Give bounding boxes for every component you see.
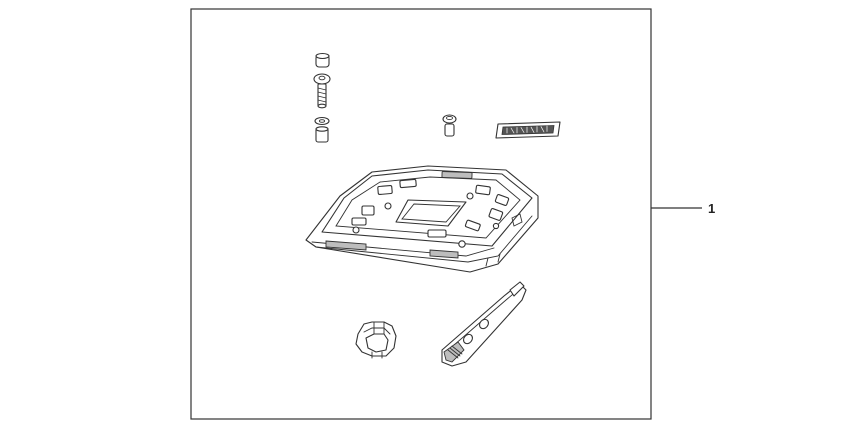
collar-part: [315, 52, 330, 68]
hardware-stack: [313, 52, 331, 143]
emblem-decal: [495, 121, 561, 139]
rubber-pad-right: [429, 249, 459, 259]
latch-strap-part: [441, 281, 527, 367]
carrier-base-plate: [305, 165, 539, 273]
rubber-pad-left: [325, 240, 367, 251]
bolt-part: [317, 83, 327, 109]
washer-part: [313, 73, 331, 85]
knob-part: [442, 114, 457, 137]
spacer-part: [315, 126, 329, 143]
clamp-clip-part: [355, 321, 397, 359]
callout-label-1[interactable]: 1: [708, 201, 715, 216]
spring-washer-part: [314, 116, 330, 126]
